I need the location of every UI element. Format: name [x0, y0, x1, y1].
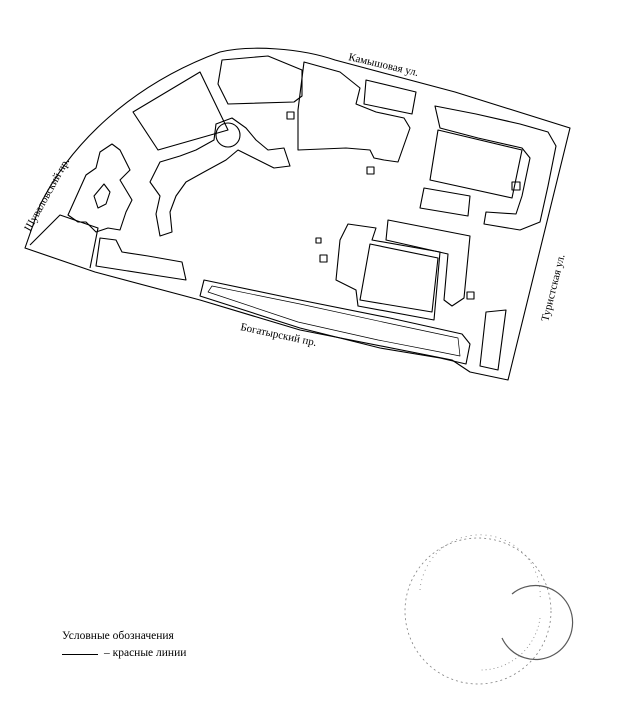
inner-boundary-west — [29, 214, 99, 269]
building-west-inner — [93, 183, 111, 209]
building-central-curved — [149, 117, 291, 237]
site-boundary — [24, 47, 571, 381]
stamp-seal — [404, 534, 574, 685]
building-ne-u — [434, 105, 557, 231]
legend-title: Условные обозначения — [62, 630, 174, 642]
building-north-central — [297, 61, 411, 163]
street-label-south: Богатырский пр. — [239, 321, 318, 349]
kiosk-1 — [286, 111, 295, 120]
building-nw-1 — [132, 71, 229, 151]
street-label-north: Камышовая ул. — [347, 51, 420, 79]
building-nw-2 — [217, 55, 303, 105]
kiosk-5 — [319, 254, 328, 263]
building-mid-east — [419, 187, 471, 217]
kiosk-2 — [366, 166, 375, 175]
building-south-long — [199, 279, 471, 365]
kiosk-6 — [466, 291, 475, 300]
rotunda — [215, 122, 241, 148]
building-south-long-inner — [207, 285, 461, 357]
legend-row-red-lines: – красные линии — [62, 645, 186, 662]
street-label-east: Туристская ул. — [539, 253, 567, 323]
building-sw — [95, 237, 187, 281]
building-west-complex — [67, 143, 133, 233]
legend-line-symbol — [62, 654, 98, 655]
building-central-east-wing — [385, 219, 471, 307]
building-se — [479, 309, 507, 371]
building-central-south — [335, 223, 441, 321]
building-central-south-inner — [359, 243, 439, 313]
legend-red-lines-label: – красные линии — [104, 647, 187, 659]
building-north-small — [363, 79, 417, 115]
street-label-west: Шуваловский пр. — [22, 156, 72, 233]
kiosk-3 — [511, 181, 521, 191]
legend: Условные обозначения – красные линии — [62, 628, 186, 662]
building-ne-block — [429, 129, 523, 199]
kiosk-4 — [315, 237, 322, 244]
